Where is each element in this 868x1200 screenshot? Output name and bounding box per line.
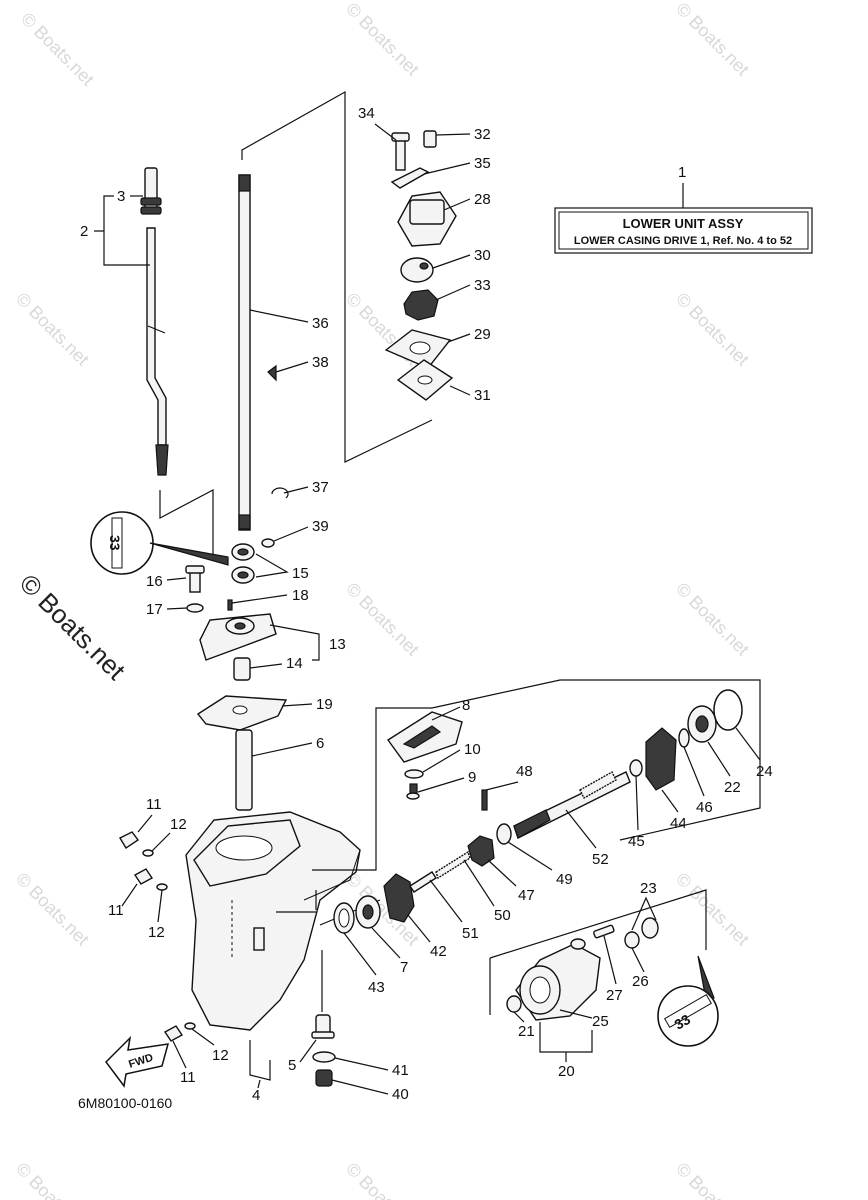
assembly-title: LOWER UNIT ASSY — [623, 216, 744, 231]
watermark: © Boats.net — [672, 289, 753, 370]
callout-21: 21 — [518, 1023, 535, 1040]
callout-7: 7 — [400, 959, 408, 976]
watermark-prominent: © Boats.net — [14, 568, 132, 686]
callout-45: 45 — [628, 833, 645, 850]
assembly-box: 1 LOWER UNIT ASSY LOWER CASING DRIVE 1, … — [554, 164, 813, 254]
callout-38: 38 — [312, 354, 329, 371]
callout-31: 31 — [474, 387, 491, 404]
callout-49: 49 — [556, 871, 573, 888]
callout-15: 15 — [292, 565, 309, 582]
callout-50: 50 — [494, 907, 511, 924]
callout-12: 12 — [212, 1047, 229, 1064]
callout-12: 12 — [148, 924, 165, 941]
propeller-housing-group: 25 21 20 27 26 23 — [489, 880, 707, 1080]
callout-27: 27 — [606, 987, 623, 1004]
oil-seal-housing-group: 15 16 17 18 13 14 19 — [146, 543, 346, 731]
callout-3: 3 — [117, 188, 125, 205]
callout-33: 33 — [474, 277, 491, 294]
callout-47: 47 — [518, 887, 535, 904]
callout-11: 11 — [108, 902, 124, 919]
shift-rod-group: 3 2 — [80, 167, 214, 555]
callout-4: 4 — [252, 1087, 260, 1104]
lower-casing-group: 11 12 11 12 11 12 4 5 41 40 — [108, 707, 432, 1104]
callout-23: 23 — [640, 880, 657, 897]
callout-30: 30 — [474, 247, 491, 264]
sealant-mark-label: 33 — [672, 1011, 694, 1033]
callout-35: 35 — [474, 155, 491, 172]
watermark: © Boats.net — [672, 1159, 753, 1200]
callout-22: 22 — [724, 779, 741, 796]
callout-19: 19 — [316, 696, 333, 713]
callout-37: 37 — [312, 479, 329, 496]
watermark: © Boats.net — [12, 869, 93, 950]
callout-2: 2 — [80, 223, 88, 240]
callout-26: 26 — [632, 973, 649, 990]
callout-12: 12 — [170, 816, 187, 833]
sealant-mark-b: 33 — [657, 955, 719, 1047]
callout-18: 18 — [292, 587, 309, 604]
sealant-mark-a: 33 — [90, 511, 229, 575]
callout-9: 9 — [468, 769, 476, 786]
watermark: © Boats.net — [342, 1159, 423, 1200]
watermark: © Boats.net — [672, 869, 753, 950]
callout-34: 34 — [358, 105, 375, 122]
watermark: © Boats.net — [342, 0, 423, 80]
callout-43: 43 — [368, 979, 385, 996]
callout-48: 48 — [516, 763, 533, 780]
callout-46: 46 — [696, 799, 713, 816]
callout-13: 13 — [329, 636, 346, 653]
callout-11: 11 — [180, 1069, 196, 1086]
callout-29: 29 — [474, 326, 491, 343]
callout-10: 10 — [464, 741, 481, 758]
watermark: © Boats.net — [672, 0, 753, 80]
callout-8: 8 — [462, 697, 470, 714]
callout-28: 28 — [474, 191, 491, 208]
callout-42: 42 — [430, 943, 447, 960]
callout-40: 40 — [392, 1086, 409, 1103]
anode-group: 8 10 9 — [386, 697, 481, 800]
callout-14: 14 — [286, 655, 303, 672]
callout-24: 24 — [756, 763, 773, 780]
watermark-layer: © Boats.net © Boats.net © Boats.net © Bo… — [12, 0, 753, 1200]
watermark: © Boats.net — [12, 289, 93, 370]
watermark: © Boats.net — [342, 579, 423, 660]
callout-5: 5 — [288, 1057, 296, 1074]
watermark: © Boats.net — [12, 1159, 93, 1200]
water-tube-group: 6 — [235, 729, 324, 811]
assembly-subtitle: LOWER CASING DRIVE 1, Ref. No. 4 to 52 — [574, 235, 792, 247]
callout-16: 16 — [146, 573, 163, 590]
callout-17: 17 — [146, 601, 163, 618]
diagram-code: 6M80100-0160 — [78, 1095, 172, 1111]
watermark: © Boats.net — [17, 9, 98, 90]
sealant-mark-label: 33 — [107, 535, 123, 551]
callout-11: 11 — [146, 796, 162, 813]
callout-52: 52 — [592, 851, 609, 868]
callout-25: 25 — [592, 1013, 609, 1030]
callout-1: 1 — [678, 164, 686, 181]
drive-shaft-group: 36 38 37 39 — [238, 90, 433, 548]
callout-6: 6 — [316, 735, 324, 752]
callout-32: 32 — [474, 126, 491, 143]
callout-36: 36 — [312, 315, 329, 332]
callout-20: 20 — [558, 1063, 575, 1080]
callout-39: 39 — [312, 518, 329, 535]
watermark: © Boats.net — [672, 579, 753, 660]
callout-44: 44 — [670, 815, 687, 832]
propeller-shaft-group: 43 7 42 51 50 47 49 48 52 45 44 — [333, 679, 773, 996]
callout-51: 51 — [462, 925, 479, 942]
water-pump-group: 34 32 35 28 30 33 29 31 — [358, 105, 491, 404]
callout-41: 41 — [392, 1062, 409, 1079]
fwd-arrow: FWD — [105, 1035, 170, 1088]
